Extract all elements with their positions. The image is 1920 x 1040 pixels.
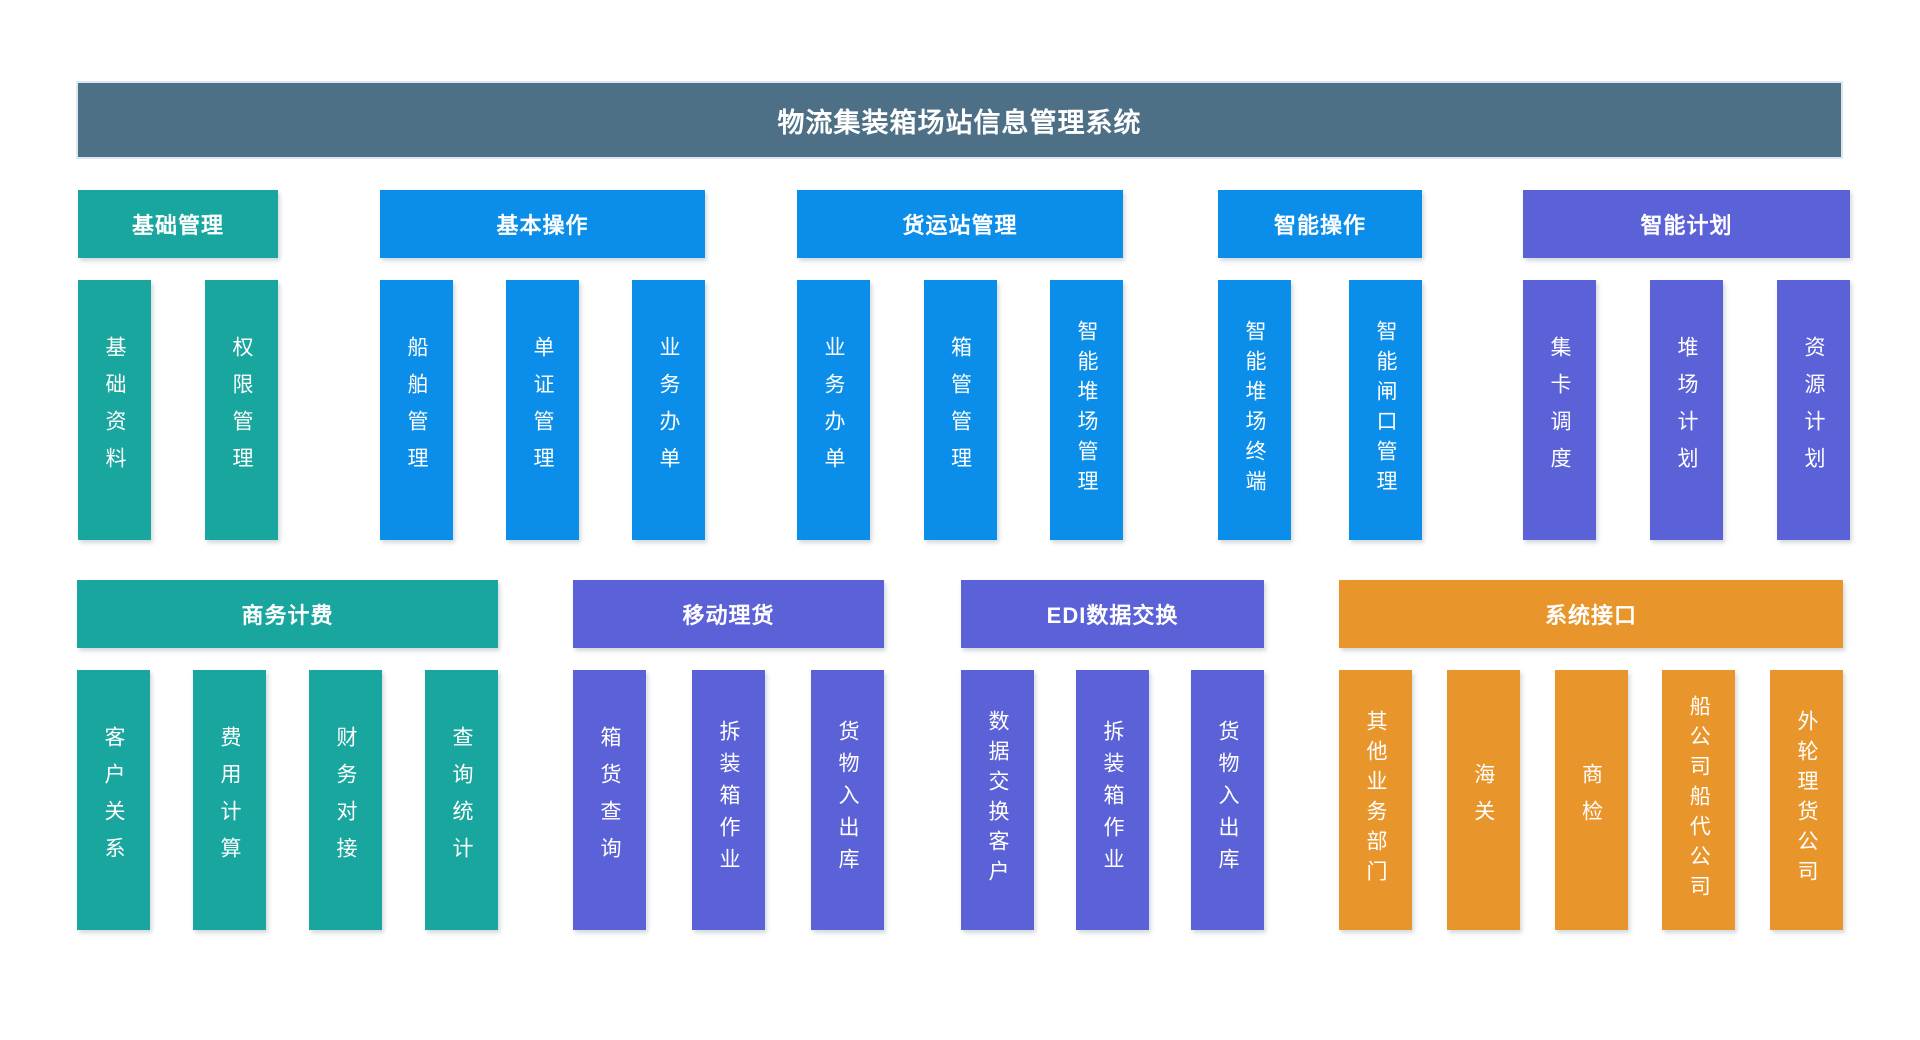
group-basic-management: 基础管理 基础资料 权限管理 (78, 190, 278, 540)
group-title: 系统接口 (1544, 603, 1637, 628)
module-label: 船公司船代公司 (1687, 695, 1711, 905)
module-label: 箱管管理 (948, 336, 972, 484)
module-label: 基础资料 (103, 336, 126, 484)
module-label: 数据交换客户 (986, 710, 1009, 890)
module-column: 拆装箱作业 (1076, 670, 1149, 930)
group-basic-operations: 基本操作 船舶管理 单证管理 业务办单 (380, 190, 705, 540)
module-label: 客户关系 (102, 726, 125, 874)
group-items: 业务办单 箱管管理 智能堆场管理 (797, 280, 1123, 540)
module-label: 单证管理 (531, 336, 554, 484)
group-header: 货运站管理 (797, 190, 1123, 258)
module-column: 单证管理 (506, 280, 579, 540)
module-label: 智能堆场终端 (1243, 320, 1266, 500)
group-title: 移动理货 (682, 603, 775, 628)
group-header: 基础管理 (78, 190, 278, 258)
group-header: EDI数据交换 (961, 580, 1264, 648)
group-items: 其他业务部门 海关 商检 船公司船代公司 外轮理货公司 (1339, 670, 1843, 930)
group-title: 商务计费 (241, 603, 334, 628)
module-label: 拆装箱作业 (1101, 720, 1124, 880)
module-column: 船舶管理 (380, 280, 453, 540)
group-header: 商务计费 (77, 580, 498, 648)
module-column: 财务对接 (309, 670, 382, 930)
group-items: 数据交换客户 拆装箱作业 货物入出库 (961, 670, 1264, 930)
module-column: 其他业务部门 (1339, 670, 1412, 930)
group-title: 基本操作 (496, 213, 589, 238)
module-label: 拆装箱作业 (717, 720, 740, 880)
module-label: 货物入出库 (836, 720, 859, 880)
group-header: 智能操作 (1218, 190, 1422, 258)
module-column: 基础资料 (78, 280, 151, 540)
module-label: 资源计划 (1802, 336, 1825, 484)
module-label: 智能堆场管理 (1075, 320, 1098, 500)
group-business-billing: 商务计费 客户关系 费用计算 财务对接 查询统计 (77, 580, 498, 930)
group-items: 集卡调度 堆场计划 资源计划 (1523, 280, 1850, 540)
group-smart-operations: 智能操作 智能堆场终端 智能闸口管理 (1218, 190, 1422, 540)
module-column: 业务办单 (632, 280, 705, 540)
module-label: 业务办单 (822, 336, 845, 484)
module-column: 船公司船代公司 (1662, 670, 1736, 930)
group-header: 系统接口 (1339, 580, 1843, 648)
group-title: 智能计划 (1640, 213, 1733, 238)
group-items: 箱货查询 拆装箱作业 货物入出库 (573, 670, 884, 930)
module-label: 船舶管理 (405, 336, 428, 484)
group-system-interface: 系统接口 其他业务部门 海关 商检 船公司船代公司 外轮理货公司 (1339, 580, 1843, 930)
module-label: 堆场计划 (1675, 336, 1698, 484)
module-column: 外轮理货公司 (1770, 670, 1843, 930)
module-column: 费用计算 (193, 670, 266, 930)
module-label: 海关 (1471, 763, 1495, 837)
group-title: 智能操作 (1273, 213, 1366, 238)
group-title: 货运站管理 (902, 213, 1018, 238)
title-banner: 物流集装箱场站信息管理系统 (76, 81, 1843, 159)
module-column: 数据交换客户 (961, 670, 1034, 930)
module-column: 权限管理 (205, 280, 278, 540)
module-column: 智能闸口管理 (1349, 280, 1422, 540)
module-label: 智能闸口管理 (1374, 320, 1397, 500)
module-label: 查询统计 (450, 726, 473, 874)
module-label: 箱货查询 (598, 726, 621, 874)
module-label: 集卡调度 (1548, 336, 1571, 484)
module-label: 货物入出库 (1216, 720, 1239, 880)
module-column: 智能堆场终端 (1218, 280, 1291, 540)
page-title: 物流集装箱场站信息管理系统 (777, 107, 1142, 138)
group-smart-planning: 智能计划 集卡调度 堆场计划 资源计划 (1523, 190, 1850, 540)
module-label: 财务对接 (334, 726, 357, 874)
module-column: 智能堆场管理 (1050, 280, 1123, 540)
module-column: 集卡调度 (1523, 280, 1596, 540)
module-column: 堆场计划 (1650, 280, 1723, 540)
group-title: EDI数据交换 (1046, 603, 1179, 628)
module-column: 客户关系 (77, 670, 150, 930)
group-freight-station-management: 货运站管理 业务办单 箱管管理 智能堆场管理 (797, 190, 1123, 540)
module-label: 权限管理 (230, 336, 253, 484)
group-title: 基础管理 (131, 213, 224, 238)
group-header: 智能计划 (1523, 190, 1850, 258)
group-mobile-tally: 移动理货 箱货查询 拆装箱作业 货物入出库 (573, 580, 884, 930)
module-column: 商检 (1554, 670, 1628, 930)
group-items: 基础资料 权限管理 (78, 280, 278, 540)
module-label: 其他业务部门 (1364, 710, 1387, 890)
module-column: 资源计划 (1777, 280, 1850, 540)
module-label: 商检 (1579, 763, 1603, 837)
group-items: 船舶管理 单证管理 业务办单 (380, 280, 705, 540)
module-label: 外轮理货公司 (1795, 710, 1818, 890)
group-header: 移动理货 (573, 580, 884, 648)
module-column: 拆装箱作业 (692, 670, 765, 930)
group-items: 客户关系 费用计算 财务对接 查询统计 (77, 670, 498, 930)
module-column: 业务办单 (797, 280, 870, 540)
module-column: 查询统计 (425, 670, 498, 930)
group-header: 基本操作 (380, 190, 705, 258)
module-column: 海关 (1446, 670, 1520, 930)
module-label: 费用计算 (218, 726, 241, 874)
module-label: 业务办单 (657, 336, 680, 484)
module-column: 货物入出库 (811, 670, 884, 930)
module-column: 箱管管理 (923, 280, 997, 540)
group-items: 智能堆场终端 智能闸口管理 (1218, 280, 1422, 540)
group-edi-data-exchange: EDI数据交换 数据交换客户 拆装箱作业 货物入出库 (961, 580, 1264, 930)
module-column: 货物入出库 (1191, 670, 1264, 930)
module-column: 箱货查询 (573, 670, 646, 930)
